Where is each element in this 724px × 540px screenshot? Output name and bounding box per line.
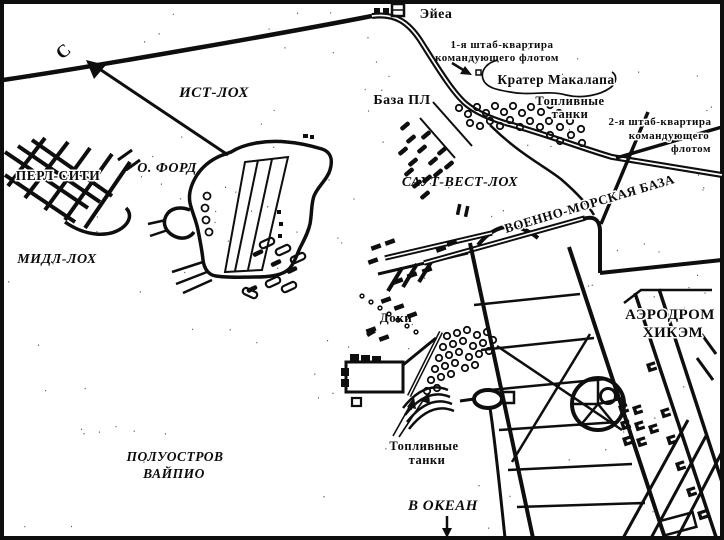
label-hq1-line2: командующего флотом: [435, 52, 559, 64]
label-waipio-line2: ВАЙПИО: [142, 466, 205, 481]
hickam-roads: [620, 288, 724, 540]
battleship-row-ships: [241, 236, 307, 300]
pearl-city-grid: [3, 136, 141, 236]
label-hq2-line2: командующего: [629, 130, 710, 142]
label-sub-base: База ПЛ: [373, 93, 430, 108]
fuel-tank-farm-lower: [392, 325, 498, 438]
gas-holder: [459, 388, 516, 539]
label-fuel-tanks-lower-line2: танки: [409, 453, 446, 467]
label-aiea: Эйеа: [420, 7, 453, 22]
label-docks: Доки: [380, 310, 412, 325]
label-hickam-line1: АЭРОДРОМ: [625, 307, 715, 323]
submarine-base: [398, 101, 473, 200]
label-waipio-line1: ПОЛУОСТРОВ: [125, 449, 223, 464]
label-hq1: 1-я штаб-квартира командующего флотом: [435, 39, 559, 64]
label-east-loch: ИСТ-ЛОХ: [178, 85, 249, 101]
ford-island: [147, 134, 334, 295]
label-middle-loch: МИДЛ-ЛОХ: [16, 252, 97, 267]
north-letter: С: [52, 39, 75, 63]
fuel-tanks-arrows: [392, 392, 430, 438]
label-naval-base: ВОЕННО-МОРСКАЯ БАЗА: [503, 171, 677, 236]
label-hickam-line2: ХИКЭМ: [643, 325, 703, 341]
label-waipio: ПОЛУОСТРОВ ВАЙПИО: [125, 449, 223, 481]
label-hq2-line1: 2-я штаб-квартира: [609, 116, 712, 128]
hq1-arrow-icon: [451, 61, 482, 76]
label-pearl-city: ПЕРЛ-СИТИ: [16, 168, 101, 183]
parade-circle: [570, 376, 626, 432]
fuel-tank-farm-upper: [454, 100, 587, 148]
naval-base-road: [423, 215, 723, 275]
label-hq2-line3: флотом: [671, 143, 711, 155]
scan-noise: [8, 12, 712, 529]
label-hq2: 2-я штаб-квартира командующего флотом: [607, 115, 712, 157]
label-makalapa-crater: Кратер Макалапа: [497, 72, 614, 87]
label-fuel-tanks-lower-line1: Топливные: [389, 439, 458, 453]
label-fuel-tanks-upper-line2: танки: [552, 107, 589, 121]
road-ladder: [468, 242, 667, 539]
hickam-hangars: [618, 361, 709, 521]
label-southwest-loch: САУТ-ВЕСТ-ЛОХ: [402, 175, 518, 190]
makalapa-crater-outline: [481, 59, 617, 98]
label-hickam: АЭРОДРОМ ХИКЭМ: [624, 306, 716, 343]
depot-building: [341, 329, 437, 408]
label-fuel-tanks-lower: Топливные танки: [388, 438, 460, 469]
label-fuel-tanks-upper: Топливные танки: [534, 93, 606, 123]
label-fuel-tanks-upper-line1: Топливные: [535, 94, 604, 108]
ocean-arrow-icon: [442, 516, 452, 538]
label-to-ocean: В ОКЕАН: [407, 498, 479, 514]
label-ford-island: О. ФОРД: [137, 161, 197, 176]
label-hq1-line1: 1-я штаб-квартира: [451, 39, 554, 51]
aiea-buildings: [374, 2, 406, 18]
